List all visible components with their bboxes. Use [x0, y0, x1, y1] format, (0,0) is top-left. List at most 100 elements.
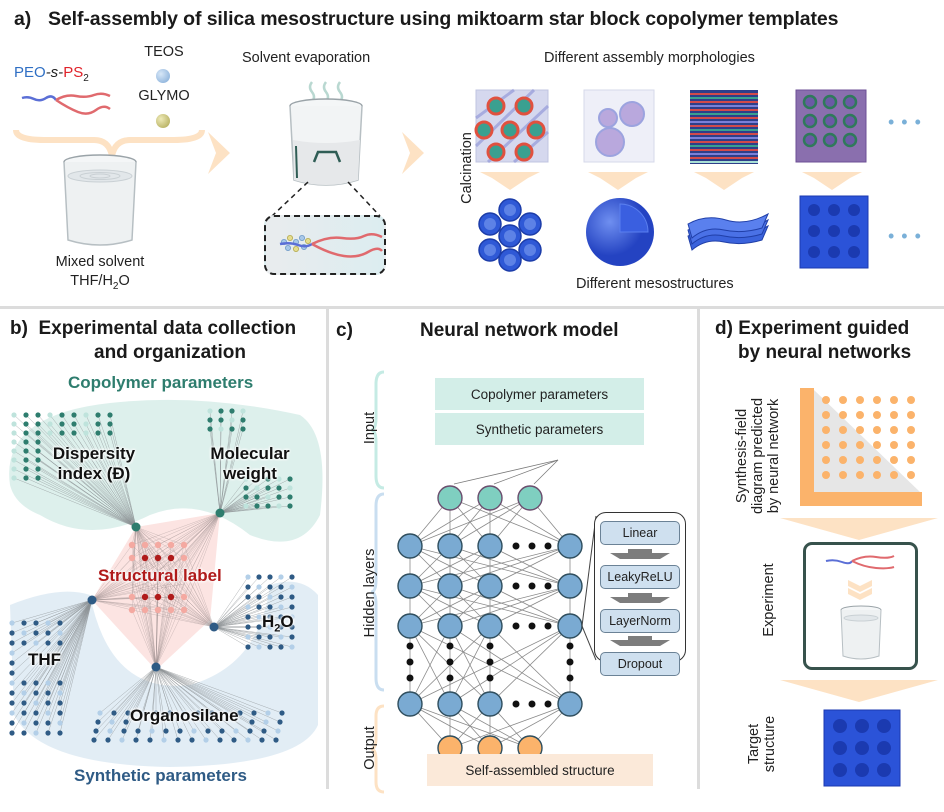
structural-edge — [91, 599, 146, 611]
h2o-node — [245, 614, 251, 620]
h2o-node — [278, 624, 284, 630]
ps-sub: 2 — [83, 73, 89, 84]
h2o-node — [289, 614, 295, 620]
organosilane-edge — [155, 666, 235, 741]
field-point — [856, 396, 864, 404]
molecular-line2: weight — [223, 464, 277, 483]
dispersity-node — [11, 475, 17, 481]
organosilane-edge — [109, 666, 157, 732]
hidden-layers-label: Hidden layers — [362, 548, 378, 638]
gyroid-morphology-icon — [795, 89, 867, 163]
field-point — [873, 396, 881, 404]
structural-edge — [144, 583, 215, 628]
panel-d-title-line1: Experiment guided — [738, 318, 910, 339]
organosilane-edge — [125, 666, 157, 723]
molecular-weight-edge — [219, 428, 222, 514]
h2o-label: H2O — [262, 612, 294, 634]
calcination-arrow-icon — [480, 172, 540, 190]
h2o-node — [256, 594, 262, 600]
hidden-node — [557, 613, 583, 639]
dispersity-node — [107, 421, 113, 427]
organosilane-node — [161, 737, 167, 743]
h2o-edge — [213, 596, 271, 628]
structural-edge — [170, 512, 221, 572]
layer-dropout: Dropout — [600, 652, 680, 676]
dispersity-node — [11, 421, 17, 427]
dispersity-node — [23, 439, 29, 445]
organosilane-node — [107, 728, 113, 734]
dispersity-edge — [109, 414, 137, 528]
structural-node — [141, 606, 149, 614]
field-point — [890, 456, 898, 464]
structural-edge — [157, 609, 215, 628]
field-point — [873, 441, 881, 449]
structural-edge — [170, 596, 215, 628]
field-point — [856, 411, 864, 419]
structural-edge — [135, 526, 146, 598]
organosilane-node — [195, 710, 201, 716]
organosilane-edge — [155, 666, 179, 741]
molecular-line1: Molecular — [210, 444, 290, 463]
thf-edge — [59, 599, 93, 714]
h2o-node — [245, 644, 251, 650]
hidden-node — [477, 613, 503, 639]
organosilane-node — [105, 737, 111, 743]
ellipsis-dot — [486, 642, 494, 650]
organosilane-node — [189, 737, 195, 743]
dispersity-edge — [13, 414, 137, 528]
thf-edge — [11, 599, 93, 704]
ellipsis-dot — [446, 642, 454, 650]
more-morphologies-ellipsis: • • • — [888, 112, 922, 132]
thf-node — [57, 620, 63, 626]
structural-edge — [170, 609, 215, 628]
molecular-weight-node — [287, 503, 293, 509]
h2o-node — [245, 624, 251, 630]
dispersity-node — [35, 421, 41, 427]
peo-text: PEO — [14, 64, 46, 81]
h2o-node — [289, 574, 295, 580]
organosilane-edge — [149, 666, 157, 741]
organosilane-edge — [99, 666, 157, 714]
input-node — [477, 485, 503, 511]
dispersity-edge — [109, 423, 137, 528]
molecular-weight-edge — [219, 487, 258, 514]
network-edge — [409, 585, 491, 627]
hidden-node — [557, 533, 583, 559]
panel-d-title-line2: by neural networks — [738, 342, 912, 363]
ellipsis-dot — [486, 674, 494, 682]
molecular-weight-edge — [219, 487, 247, 514]
lamellar-mesostructure-icon — [687, 212, 770, 251]
thf-node — [21, 700, 27, 706]
thf-edge — [59, 599, 93, 704]
field-point — [890, 411, 898, 419]
calcination-arrow-icon — [588, 172, 648, 190]
molecular-weight-node — [240, 408, 246, 414]
organosilane-node — [175, 737, 181, 743]
structural-edge — [131, 583, 157, 668]
hidden-node — [397, 533, 423, 559]
h2o-node — [289, 634, 295, 640]
organosilane-node — [259, 737, 265, 743]
dispersity-node — [35, 412, 41, 418]
ellipsis-dot — [528, 542, 536, 550]
structural-edge — [183, 544, 215, 628]
structural-edge — [131, 512, 221, 559]
network-edge — [449, 545, 571, 587]
thf-node — [9, 710, 15, 716]
process-arrow-icon — [208, 132, 230, 174]
structural-edge — [144, 609, 157, 668]
organosilane-edge — [155, 666, 249, 741]
structural-node — [154, 541, 162, 549]
organosilane-edge — [155, 666, 207, 741]
molecular-weight-edge — [219, 478, 280, 514]
thf-node — [9, 650, 15, 656]
organosilane-node — [149, 728, 155, 734]
structural-edge — [91, 583, 133, 601]
h2o-edge — [213, 626, 293, 638]
h2o-edge — [213, 586, 249, 628]
molecular-weight-node — [254, 494, 260, 500]
h2o-node — [245, 574, 251, 580]
ellipsis-dot — [528, 622, 536, 630]
molecular-weight-node — [218, 408, 224, 414]
h2o-node — [245, 634, 251, 640]
